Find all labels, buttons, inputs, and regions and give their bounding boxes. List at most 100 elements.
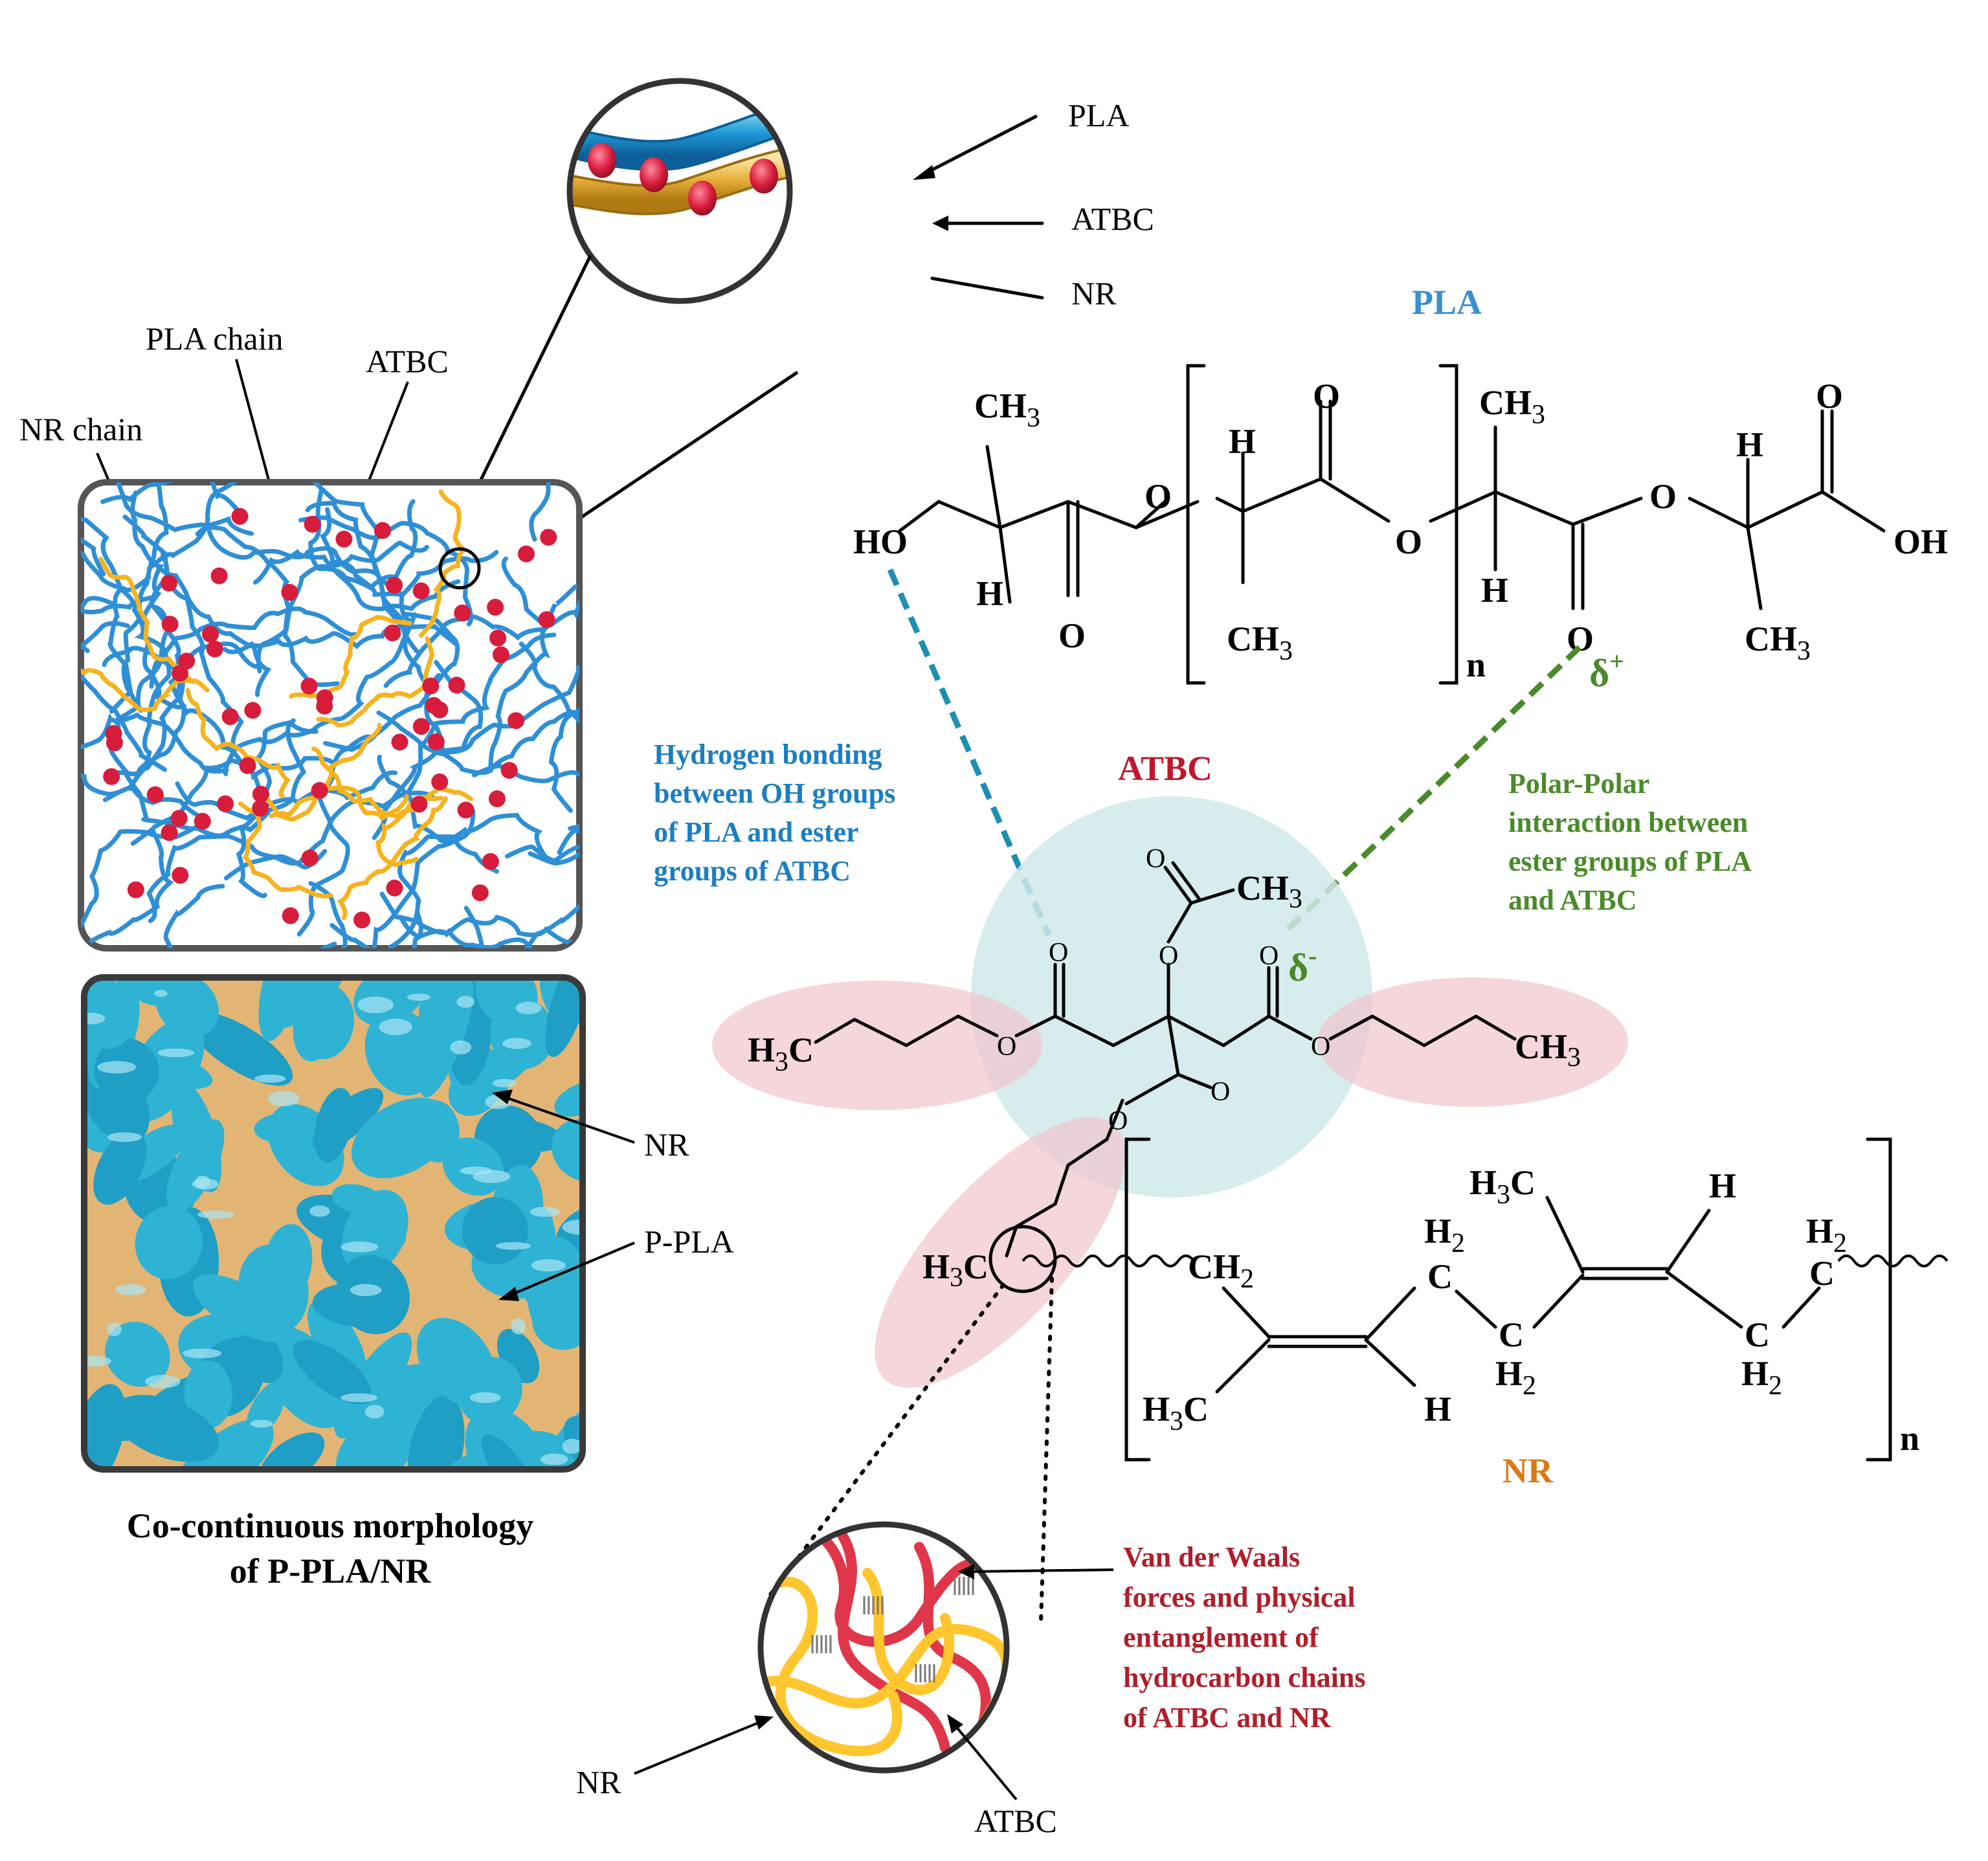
atbc-dot xyxy=(431,773,449,790)
atbc-dot xyxy=(335,530,353,548)
pla-chain xyxy=(291,881,348,948)
atbc-dot xyxy=(178,652,195,670)
pla-chain xyxy=(528,741,579,866)
atbc-dot xyxy=(487,599,504,616)
atbc-dot xyxy=(239,757,256,774)
pla-phase-blob xyxy=(105,1321,170,1387)
pla-chain xyxy=(149,606,357,689)
atbc-dot xyxy=(471,884,489,902)
svg-text:C: C xyxy=(1745,1315,1770,1354)
atbc-dot xyxy=(311,782,328,799)
pla-chain xyxy=(98,884,225,948)
atbc-dot xyxy=(457,801,475,819)
pla-chain xyxy=(472,763,579,791)
atbc-dot xyxy=(210,567,228,585)
svg-text:H: H xyxy=(976,574,1003,613)
highlight xyxy=(530,1207,561,1217)
pla-structure xyxy=(898,364,1886,685)
atbc-bead xyxy=(688,181,717,216)
highlight xyxy=(341,1242,379,1253)
atbc-delta-minus: δ- xyxy=(1288,941,1317,989)
pla-phase-blob xyxy=(293,1339,372,1405)
pla-chain xyxy=(81,551,130,650)
highlight xyxy=(562,1438,583,1454)
pla-title: PLA xyxy=(1412,283,1482,322)
svg-text:O: O xyxy=(1049,938,1068,968)
pla-phase-blob xyxy=(334,1332,412,1439)
svg-text:O: O xyxy=(997,1032,1016,1062)
atbc-highlight-zones xyxy=(712,796,1628,1388)
pla-chain xyxy=(146,482,278,571)
pla-phase-blob xyxy=(312,1283,405,1328)
pla-chain xyxy=(81,516,133,714)
svg-text:forces and physical: forces and physical xyxy=(1123,1581,1356,1613)
atbc-dot xyxy=(194,812,211,830)
morph-label-nr: NR xyxy=(644,1126,689,1163)
highlight xyxy=(250,1420,273,1428)
pla-phase-blob xyxy=(188,1012,293,1086)
zoom-label-nr: NR xyxy=(1071,275,1117,311)
pla-chain xyxy=(376,665,579,757)
highlight xyxy=(450,1040,472,1054)
pla-phase-blob xyxy=(314,1087,353,1163)
atbc-dot xyxy=(161,574,177,592)
svg-text:H: H xyxy=(1424,1390,1451,1429)
pla-phase-blob xyxy=(192,1274,291,1343)
svg-text:O: O xyxy=(1058,616,1086,655)
pla-chain xyxy=(81,769,205,841)
atbc-dot xyxy=(500,762,518,779)
atbc-dot xyxy=(206,640,223,658)
atbc-dot xyxy=(202,625,219,643)
svg-text:CH2: CH2 xyxy=(1188,1247,1254,1294)
pla-phase-blob xyxy=(414,1100,460,1163)
highlight xyxy=(469,1392,501,1403)
top-zoom-beads xyxy=(640,157,778,194)
pla-chain xyxy=(379,891,579,948)
highlight xyxy=(254,1074,286,1083)
svg-text:H: H xyxy=(1481,571,1508,610)
vdw-connector xyxy=(765,1283,1005,1601)
morph-pointers xyxy=(492,1089,635,1301)
atbc-dot xyxy=(301,849,318,867)
vdw-origin-circle xyxy=(988,1225,1057,1293)
atbc-dot xyxy=(231,507,249,525)
svg-text:of PLA and ester: of PLA and ester xyxy=(654,816,859,848)
pla-phase-blob xyxy=(419,977,474,1098)
svg-text:O: O xyxy=(1146,844,1165,874)
atbc-dot xyxy=(103,768,120,785)
pla-chain xyxy=(102,645,185,803)
top-zoom-pointers xyxy=(913,115,1044,300)
pla-chain xyxy=(223,624,458,654)
atbc-dot xyxy=(412,582,430,599)
atbc-dot xyxy=(538,611,555,629)
atbc-strand xyxy=(836,1529,950,1753)
pla-phase-blob xyxy=(262,977,348,1029)
svg-text:OH: OH xyxy=(1893,522,1948,561)
atbc-dot xyxy=(386,577,403,594)
hbond-text: Hydrogen bonding between OH groups of PL… xyxy=(654,739,895,887)
svg-text:H3C: H3C xyxy=(1469,1163,1536,1210)
highlight xyxy=(107,1132,142,1142)
svg-text:CH3: CH3 xyxy=(1479,383,1545,430)
atbc-dot xyxy=(374,522,391,539)
atbc-dot xyxy=(316,697,333,715)
svg-text:H2: H2 xyxy=(1806,1212,1847,1258)
svg-text:O: O xyxy=(1649,477,1677,516)
atbc-dot xyxy=(431,701,449,719)
atbc-dot xyxy=(172,867,189,884)
zoom-origin-circle xyxy=(438,547,481,590)
pla-phase-blob xyxy=(84,977,134,1049)
zoom-label-atbc: ATBC xyxy=(1071,201,1154,237)
bottom-zoom-circle xyxy=(757,1521,1010,1774)
atbc-dot xyxy=(281,584,298,601)
pla-chain xyxy=(518,821,579,948)
pla-chain xyxy=(424,673,579,775)
highlight xyxy=(456,996,475,1008)
pla-phase-blob xyxy=(331,1184,386,1216)
svg-text:interaction between: interaction between xyxy=(1508,807,1748,838)
svg-text:groups of ATBC: groups of ATBC xyxy=(654,855,851,887)
pla-chain xyxy=(252,549,461,612)
highlight xyxy=(350,1284,382,1297)
svg-text:ester groups of PLA: ester groups of PLA xyxy=(1508,845,1752,877)
pla-phase-blob xyxy=(551,1119,583,1182)
